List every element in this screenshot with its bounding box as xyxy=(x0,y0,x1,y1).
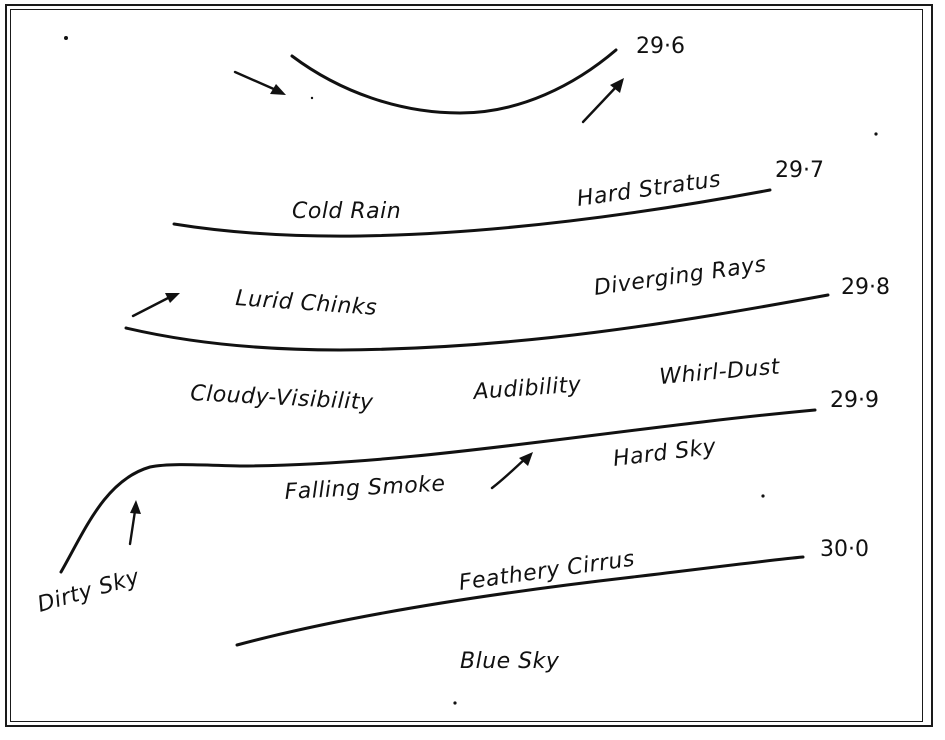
wind-arrow-dirty-sky xyxy=(128,500,141,546)
label-cloudy-visibility: Cloudy-Visibility xyxy=(190,381,375,416)
wind-arrow-falling-smoke xyxy=(490,452,533,490)
pressure-label-29-6: 29·6 xyxy=(636,34,685,59)
speck-dot xyxy=(64,36,68,40)
wind-arrow-lurid xyxy=(131,293,180,318)
pressure-label-29-8: 29·8 xyxy=(841,275,890,300)
pressure-label-29-9: 29·9 xyxy=(830,388,879,413)
label-dirty-sky: Dirty Sky xyxy=(35,565,143,618)
outer-border xyxy=(5,4,933,727)
speck-dot xyxy=(310,96,314,100)
isobar-29-8-curve xyxy=(124,293,830,352)
wind-arrow-outflow-top xyxy=(581,78,624,124)
label-audibility: Audibility xyxy=(471,372,583,405)
pressure-label-29-7: 29·7 xyxy=(775,158,824,183)
pressure-label-30-0: 30·0 xyxy=(820,537,869,562)
isobar-29-9-curve xyxy=(59,408,817,574)
label-diverging-rays: Diverging Rays xyxy=(592,252,768,301)
speck-dot xyxy=(453,701,457,705)
label-cold-rain: Cold Rain xyxy=(292,199,401,224)
isobar-30-0-curve xyxy=(235,555,805,647)
wind-arrow-inflow-top xyxy=(233,70,286,95)
label-whirl-dust: Whirl-Dust xyxy=(658,354,781,390)
inner-border xyxy=(10,9,923,722)
label-hard-stratus: Hard Stratus xyxy=(575,167,722,212)
label-hard-sky: Hard Sky xyxy=(612,434,719,472)
speck-dot xyxy=(761,494,765,498)
isobar-29-6-curve xyxy=(290,48,618,115)
label-blue-sky: Blue Sky xyxy=(460,649,560,674)
label-lurid-chinks: Lurid Chinks xyxy=(235,286,378,321)
label-falling-smoke: Falling Smoke xyxy=(284,472,446,505)
speck-dot xyxy=(874,132,878,136)
isobar-29-7-curve xyxy=(172,188,772,238)
